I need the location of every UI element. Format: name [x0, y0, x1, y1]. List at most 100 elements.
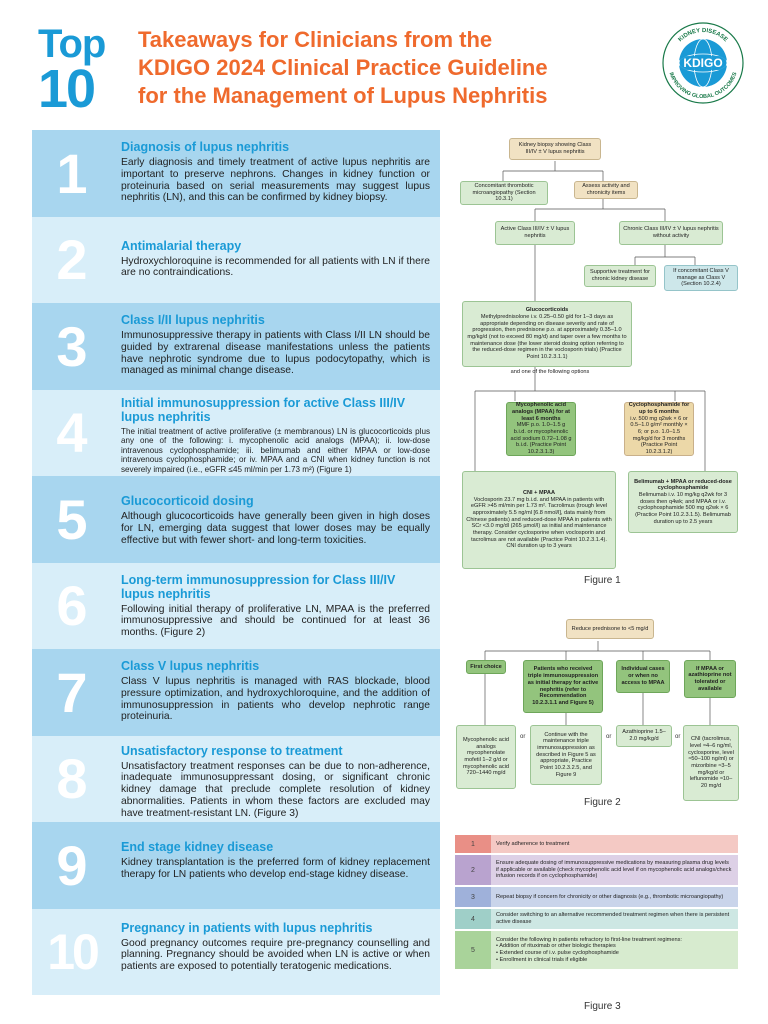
kdigo-logo: KDIGO KIDNEY DISEASE IMPROVING GLOBAL OU…: [662, 22, 744, 104]
takeaway-body: Following initial therapy of proliferati…: [121, 603, 430, 639]
fig3-row-4: 4 Consider switching to an alternative r…: [455, 909, 738, 929]
takeaway-title: Glucocorticoid dosing: [121, 494, 254, 508]
takeaway-number: 2: [56, 228, 88, 292]
takeaway-number: 3: [56, 314, 88, 378]
fig1-glucocorticoids-box: Glucocorticoids Methylprednisolone i.v. …: [462, 301, 632, 367]
fig3-text: Consider switching to an alternative rec…: [491, 909, 738, 929]
fig2-cni-box: CNI (tacrolimus, level ≈4–6 ng/ml, cyclo…: [683, 725, 739, 801]
fig3-num: 4: [455, 909, 491, 929]
takeaway-body: Early diagnosis and timely treatment of …: [121, 157, 430, 204]
takeaway-title: Antimalarial therapy: [121, 238, 242, 253]
logo-center-text: KDIGO: [683, 56, 722, 70]
fig1-assess-box: Assess activity and chronicity items: [574, 181, 638, 199]
takeaway-title: Long-term immunosuppression for Class II…: [121, 572, 396, 601]
fig2-ifmpaa-box: If MPAA or azathioprine not tolerated or…: [684, 660, 736, 698]
takeaway-6: 6 Long-term immunosuppression for Class …: [32, 562, 440, 649]
page-title: Takeaways for Clinicians from the KDIGO …: [138, 26, 658, 110]
fig3-row-1: 1 Verify adherence to treatment: [455, 835, 738, 853]
takeaway-number: 8: [56, 747, 88, 811]
takeaway-body: Good pregnancy outcomes require pre-preg…: [121, 937, 430, 973]
fig1-tma-box: Concomitant thrombotic microangiopathy (…: [460, 181, 548, 205]
fig3-text-block: Consider the following in patients refra…: [491, 931, 738, 969]
fig1-and-one: and one of the following options: [510, 369, 590, 375]
fig2-continue-box: Continue with the maintenance triple imm…: [530, 725, 602, 785]
fig1-bel-title: Belimumab + MPAA or reduced-dose cycloph…: [634, 478, 732, 492]
takeaway-body: Kidney transplantation is the preferred …: [121, 857, 430, 880]
fig2-first-choice: First choice: [466, 660, 506, 674]
fig1-belimumab-box: Belimumab + MPAA or reduced-dose cycloph…: [628, 471, 738, 533]
fig3-num: 2: [455, 855, 491, 885]
fig2-received-box: Patients who received triple immunosuppr…: [523, 660, 603, 713]
fig1-cni-box: CNI + MPAA Voclosporin 23.7 mg b.i.d. an…: [462, 471, 616, 569]
figure2-connectors: [484, 641, 711, 725]
fig1-cyclophosphamide-box: Cyclophosphamide for up to 6 months i.v.…: [624, 402, 694, 456]
takeaway-body: Immunosuppressive therapy in patients wi…: [121, 330, 430, 377]
takeaway-number: 1: [56, 141, 88, 205]
fig2-azathioprine-box: Azathioprine 1.5–2.0 mg/kg/d: [616, 725, 672, 747]
title-line-1: Takeaways for Clinicians from the: [138, 27, 493, 52]
takeaway-body: Although glucocorticoids have generally …: [121, 511, 430, 546]
fig3-row-2: 2 Ensure adequate dosing of immunosuppre…: [455, 855, 738, 885]
takeaway-title: Class V lupus nephritis: [121, 659, 260, 673]
fig1-mpaa-box: Mycophenolic acid analogs (MPAA) for at …: [506, 402, 576, 456]
takeaway-10: 10 Pregnancy in patients with lupus neph…: [32, 908, 440, 995]
fig1-active-box: Active Class III/IV ± V lupus nephritis: [495, 221, 575, 245]
fig1-mpaa-title: Mycophenolic acid analogs (MPAA) for at …: [511, 402, 570, 422]
fig1-gc-title: Glucocorticoids: [525, 307, 569, 314]
takeaway-number: 4: [56, 401, 88, 465]
takeaway-title: Diagnosis of lupus nephritis: [121, 140, 290, 154]
fig1-bel-body: Belimumab i.v. 10 mg/kg q2wk for 3 doses…: [635, 491, 731, 525]
fig3-bullet: • Extended course of i.v. pulse cyclopho…: [496, 950, 619, 956]
takeaway-title: Unsatisfactory response to treatment: [121, 743, 343, 758]
fig3-num: 3: [455, 887, 491, 907]
takeaway-number: 5: [56, 487, 88, 551]
figure3-caption: Figure 3: [584, 1001, 621, 1012]
top-number: 10: [38, 59, 96, 119]
takeaway-body: The initial treatment of active prolifer…: [121, 426, 430, 474]
takeaway-body: Hydroxychloroquine is recommended for al…: [121, 255, 430, 279]
fig2-reduce-box: Reduce prednisone to <5 mg/d: [566, 619, 654, 639]
fig3-row-5: 5 Consider the following in patients ref…: [455, 931, 738, 969]
fig3-bullet: • Addition of rituximab or other biologi…: [496, 943, 616, 950]
fig2-or-2: or: [606, 734, 612, 740]
title-line-2: KDIGO 2024 Clinical Practice Guideline: [138, 55, 548, 80]
fig2-or-3: or: [675, 734, 681, 740]
fig2-or-1: or: [520, 734, 526, 740]
takeaway-title: Class I/II lupus nephritis: [121, 313, 265, 327]
fig1-cni-body: Voclosporin 23.7 mg b.i.d. and MPAA in p…: [466, 496, 612, 550]
fig1-supportive-box: Supportive treatment for chronic kidney …: [584, 265, 656, 287]
takeaway-title: End stage kidney disease: [121, 840, 274, 854]
figure1-connectors: [474, 161, 706, 471]
figure2-caption: Figure 2: [584, 797, 621, 808]
fig2-mpaa-dose-box: Mycophenolic acid analogs mycophenolate …: [456, 725, 516, 789]
fig3-row-3: 3 Repeat biopsy if concern for chronicit…: [455, 887, 738, 907]
fig1-chronic-box: Chronic Class III/IV ± V lupus nephritis…: [619, 221, 723, 245]
fig1-mpaa-body: MMF p.o. 1.0–1.5 g b.i.d. or mycophenoli…: [510, 422, 572, 456]
top-label: Top: [38, 22, 106, 66]
takeaway-number: 9: [56, 833, 88, 897]
fig2-individual-box: Individual cases or when no access to MP…: [616, 660, 670, 693]
figure1-caption: Figure 1: [584, 575, 621, 586]
fig3-text: Verify adherence to treatment: [491, 835, 738, 853]
takeaway-number: 6: [56, 574, 88, 638]
title-line-3: for the Management of Lupus Nephritis: [138, 83, 548, 108]
fig1-biopsy-box: Kidney biopsy showing Class III/IV ± V l…: [509, 138, 601, 160]
fig3-num: 1: [455, 835, 491, 853]
takeaway-title: Pregnancy in patients with lupus nephrit…: [121, 920, 373, 935]
takeaway-number: 10: [47, 923, 100, 980]
takeaway-body: Class V lupus nephritis is managed with …: [121, 676, 430, 723]
fig1-cyc-body: i.v. 500 mg q2wk × 6 or 0.5–1.0 g/m² mon…: [630, 415, 688, 456]
takeaway-number: 7: [56, 660, 88, 724]
fig3-bullet: • Enrollment in clinical trials if eligi…: [496, 956, 588, 963]
fig1-classv-box: If concomitant Class V manage as Class V…: [664, 265, 738, 291]
fig1-cni-title: CNI + MPAA: [522, 489, 556, 496]
fig1-cyc-title: Cyclophosphamide for up to 6 months: [628, 402, 690, 415]
